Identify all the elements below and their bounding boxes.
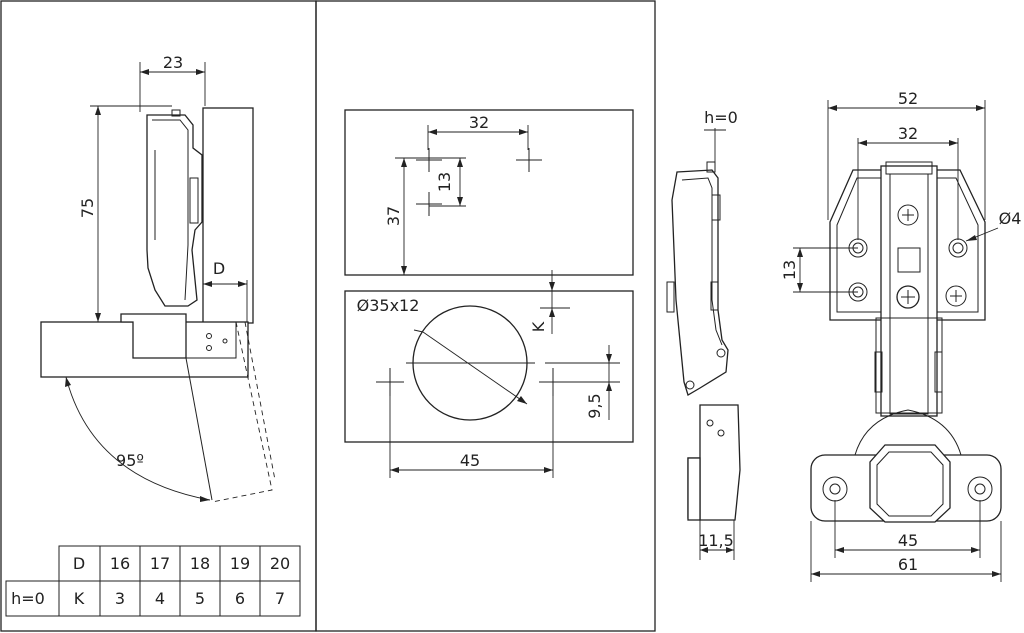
table-row-head: h=0 xyxy=(11,589,45,608)
dim-holes-spacing: 32 xyxy=(469,113,489,132)
dim-width-label: 23 xyxy=(163,53,183,72)
table-val-3: 6 xyxy=(235,589,245,608)
table-val-4: 7 xyxy=(275,589,285,608)
table-col-0: 16 xyxy=(110,554,130,573)
dim-overall: 52 xyxy=(898,89,918,108)
dim-cup-offset: 9,5 xyxy=(585,393,604,418)
dim-cup-width: 45 xyxy=(460,451,480,470)
hinge-front-view: 52 32 13 Ø4 45 61 xyxy=(780,89,1021,582)
dim-depth: 37 xyxy=(384,206,403,226)
table-val-1: 4 xyxy=(155,589,165,608)
hole-mark xyxy=(416,148,442,172)
door-plate xyxy=(344,290,634,443)
table-row-label: K xyxy=(74,589,85,608)
cup-label: Ø35x12 xyxy=(357,296,420,315)
dim-d-label: D xyxy=(213,259,225,278)
dim-screw: Ø4 xyxy=(999,209,1022,228)
table-col-1: 17 xyxy=(150,554,170,573)
table-header-d: D xyxy=(73,554,85,573)
angle-label: 95º xyxy=(116,451,144,470)
hinge-section-view: 23 75 D 95º xyxy=(40,53,276,503)
cabinet-side-plate xyxy=(344,109,634,276)
side-screw xyxy=(945,285,967,307)
hinge-side-view: h=0 11,5 xyxy=(666,108,741,560)
adjust-screw xyxy=(897,204,919,226)
cup-housing xyxy=(869,444,951,523)
dim-pitch: 13 xyxy=(780,260,799,280)
table-val-0: 3 xyxy=(115,589,125,608)
dim-holes: 32 xyxy=(898,124,918,143)
panel-frames xyxy=(0,0,656,632)
dim-thickness: 11,5 xyxy=(698,531,734,550)
cam-slot xyxy=(897,247,921,273)
screw-mark xyxy=(376,368,404,396)
table-col-4: 20 xyxy=(270,554,290,573)
table-col-2: 18 xyxy=(190,554,210,573)
k-table: D 16 17 18 19 20 h=0 K 3 4 5 6 7 xyxy=(5,545,301,617)
dim-h: h=0 xyxy=(704,108,738,127)
table-col-3: 19 xyxy=(230,554,250,573)
hole-mark xyxy=(416,192,442,216)
fix-screw xyxy=(896,285,920,309)
dim-holes-pitch: 13 xyxy=(435,172,454,192)
side-arm xyxy=(671,169,729,396)
dim-plate-width: 61 xyxy=(898,555,918,574)
cabinet-side xyxy=(202,107,254,324)
table-val-2: 5 xyxy=(195,589,205,608)
hole-mark xyxy=(516,148,542,172)
dim-k: K xyxy=(529,321,548,332)
drilling-pattern-view: 32 13 37 K Ø35x12 xyxy=(344,109,634,478)
dim-height-label: 75 xyxy=(78,198,97,218)
dim-plate-holes: 45 xyxy=(898,531,918,550)
